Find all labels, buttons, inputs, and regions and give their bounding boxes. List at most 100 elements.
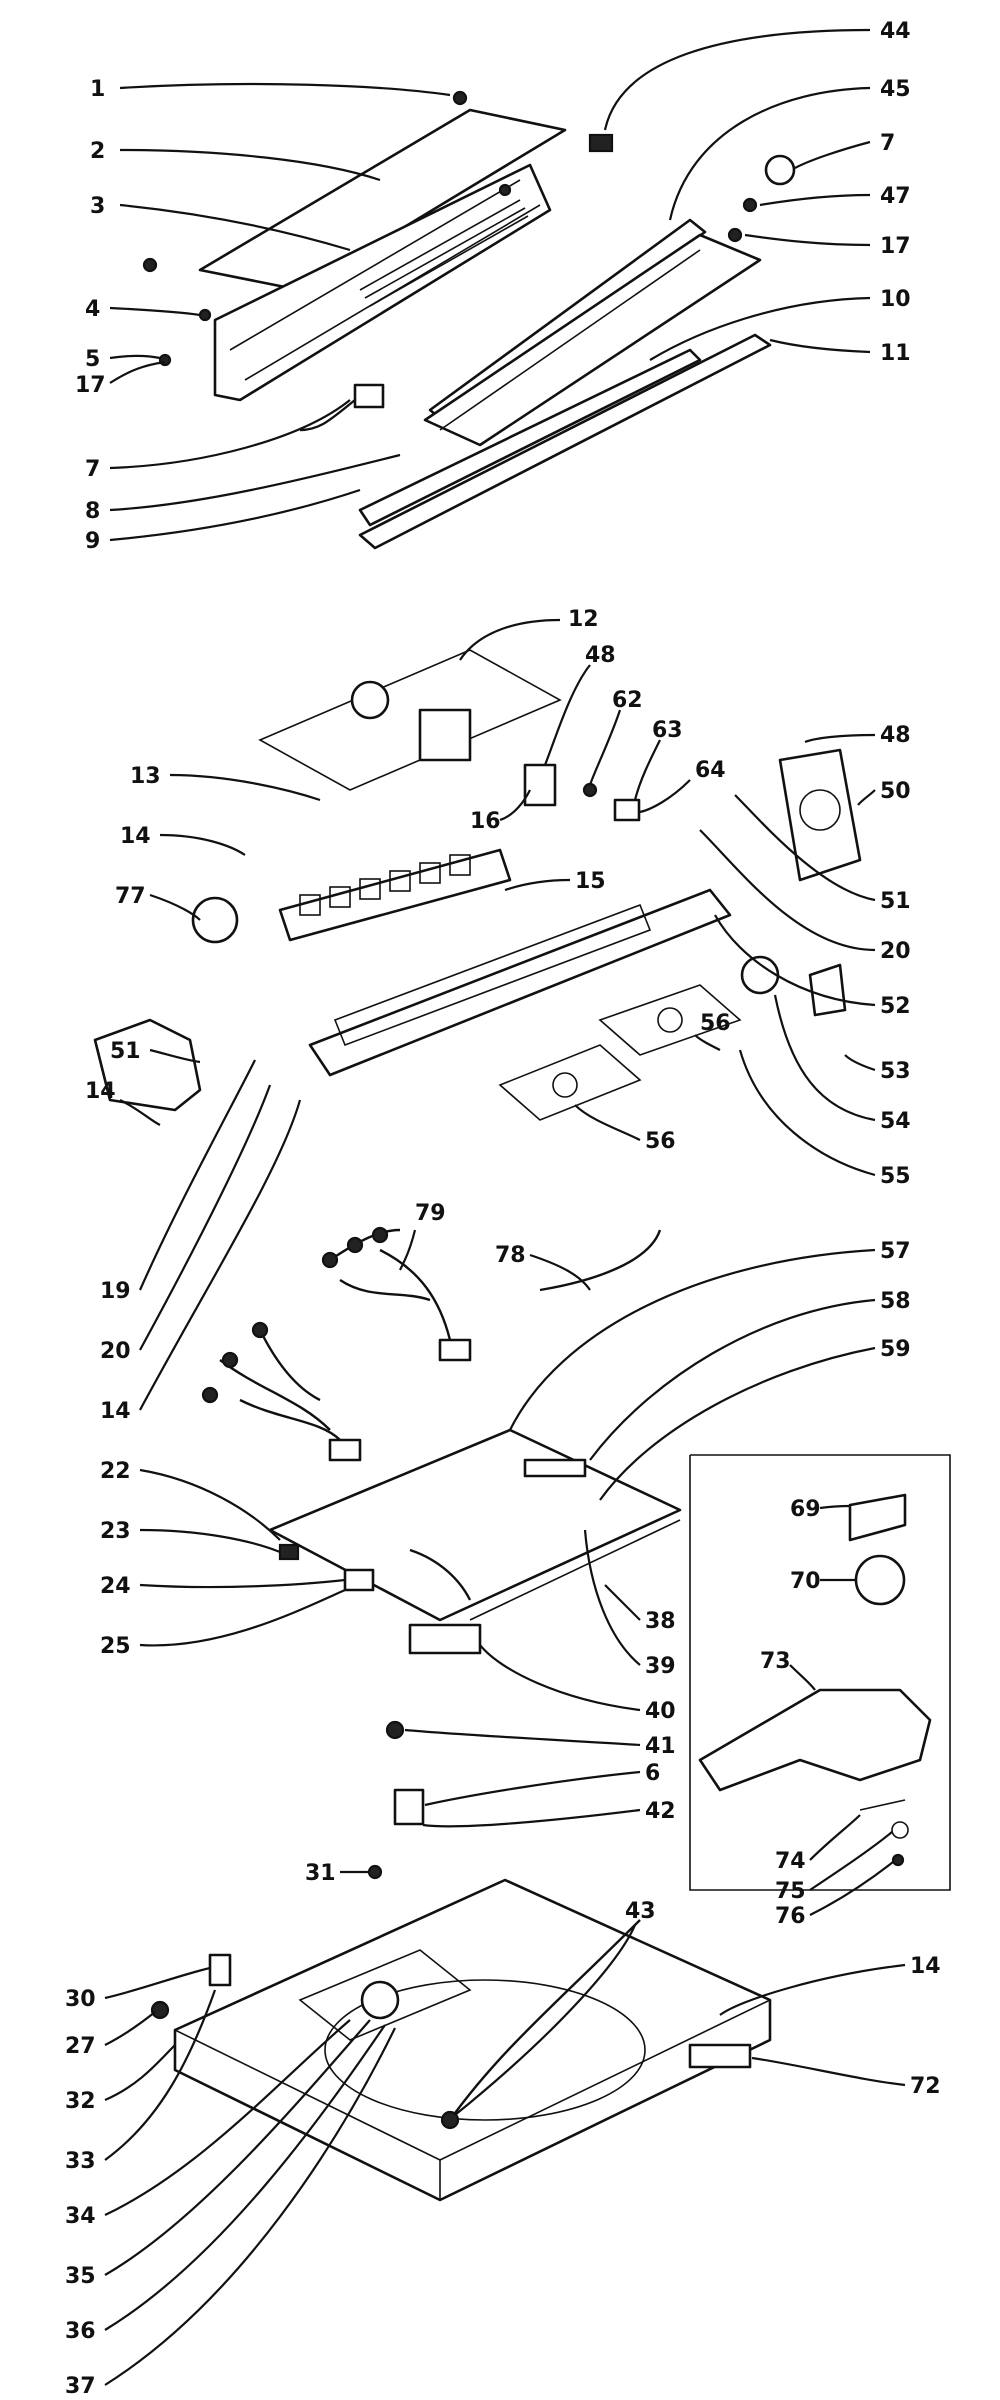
callout-64: 64 xyxy=(695,758,726,783)
bracket-30 xyxy=(208,1953,232,1987)
console-housing xyxy=(213,163,552,402)
callout-52: 52 xyxy=(880,994,911,1019)
callout-1: 1 xyxy=(90,77,105,102)
callout-27: 27 xyxy=(65,2034,96,2059)
top-console-assembly xyxy=(142,90,796,550)
callout-58: 58 xyxy=(880,1289,911,1314)
knob-53 xyxy=(808,963,847,1017)
screw-icon xyxy=(142,257,158,273)
bracket-10 xyxy=(423,233,762,447)
decal-56a xyxy=(598,984,742,1056)
callout-31: 31 xyxy=(305,1861,336,1886)
callout-13: 13 xyxy=(130,764,161,789)
wiring-base-assembly xyxy=(150,1226,951,2202)
timer-module xyxy=(523,763,557,807)
callout-16: 16 xyxy=(470,809,501,834)
callout-56: 56 xyxy=(700,1011,731,1036)
callout-35: 35 xyxy=(65,2264,96,2289)
transformer xyxy=(418,708,472,762)
callout-79: 79 xyxy=(415,1201,446,1226)
housing-hatch xyxy=(359,199,529,307)
cabinet-base xyxy=(173,1878,772,2202)
callout-6: 6 xyxy=(645,1761,660,1786)
callout-14: 14 xyxy=(120,824,151,849)
callout-72: 72 xyxy=(910,2074,941,2099)
callout-54: 54 xyxy=(880,1109,911,1134)
callout-47: 47 xyxy=(880,184,911,209)
callout-33: 33 xyxy=(65,2149,96,2174)
callout-20: 20 xyxy=(880,939,911,964)
motor-mount xyxy=(360,1980,400,2020)
gear-plate xyxy=(778,748,862,882)
screw-icon xyxy=(742,197,758,213)
harness-connector xyxy=(438,1338,472,1362)
display-segments xyxy=(299,854,471,916)
console-cover xyxy=(198,108,567,292)
callout-37: 37 xyxy=(65,2374,96,2399)
tub-opening xyxy=(324,1979,646,2121)
callout-19: 19 xyxy=(100,1279,131,1304)
callout-32: 32 xyxy=(65,2089,96,2114)
harness-connector xyxy=(328,1438,362,1462)
control-panel-assembly xyxy=(93,649,862,1121)
clip-23 xyxy=(278,1543,300,1561)
screw-icon xyxy=(367,1864,383,1880)
callout-43: 43 xyxy=(625,1899,656,1924)
callout-numbers: 1 2 3 4 5 17 7 8 9 44 45 7 47 17 10 11 1… xyxy=(65,19,941,2399)
callout-48: 48 xyxy=(880,723,911,748)
screw-icon xyxy=(452,90,468,106)
callout-2: 2 xyxy=(90,139,105,164)
screw-icon xyxy=(582,782,598,798)
switch-64 xyxy=(613,798,641,822)
callout-48: 48 xyxy=(585,643,616,668)
callout-7: 7 xyxy=(85,457,100,482)
callout-41: 41 xyxy=(645,1734,676,1759)
callout-36: 36 xyxy=(65,2319,96,2344)
callout-55: 55 xyxy=(880,1164,911,1189)
display-bracket xyxy=(278,848,512,942)
callout-4: 4 xyxy=(85,297,100,322)
end-cap-14 xyxy=(93,1018,202,1112)
hose-43 xyxy=(449,1919,641,2121)
knob-77 xyxy=(191,896,239,944)
callout-17: 17 xyxy=(75,373,106,398)
callout-11: 11 xyxy=(880,341,911,366)
clip-42 xyxy=(393,1788,425,1826)
callout-3: 3 xyxy=(90,194,105,219)
bracket-58 xyxy=(523,1458,587,1478)
switch-block xyxy=(353,383,385,409)
trim-11 xyxy=(358,333,772,550)
callout-39: 39 xyxy=(645,1654,676,1679)
main-control-panel xyxy=(308,888,732,1077)
callout-76: 76 xyxy=(775,1904,806,1929)
callout-15: 15 xyxy=(575,869,606,894)
wire-harness xyxy=(201,1226,472,1462)
timer-dial-70 xyxy=(854,1554,906,1606)
callout-78: 78 xyxy=(495,1243,526,1268)
callout-14: 14 xyxy=(85,1079,116,1104)
cap-69 xyxy=(848,1493,907,1542)
callout-25: 25 xyxy=(100,1634,131,1659)
callout-5: 5 xyxy=(85,347,100,372)
callout-62: 62 xyxy=(612,688,643,713)
callout-34: 34 xyxy=(65,2204,96,2229)
cord-78 xyxy=(539,1229,662,1292)
callout-51: 51 xyxy=(880,889,911,914)
motor-7 xyxy=(764,154,796,186)
callout-7: 7 xyxy=(880,131,895,156)
callout-14: 14 xyxy=(910,1954,941,1979)
switch-block-40 xyxy=(408,1623,482,1655)
callout-30: 30 xyxy=(65,1987,96,2012)
callout-77: 77 xyxy=(115,884,146,909)
callout-50: 50 xyxy=(880,779,911,804)
callout-73: 73 xyxy=(760,1649,791,1674)
callout-69: 69 xyxy=(790,1497,821,1522)
screw-icon xyxy=(385,1720,405,1740)
clip-44 xyxy=(588,133,614,153)
callout-45: 45 xyxy=(880,77,911,102)
callout-70: 70 xyxy=(790,1569,821,1594)
callout-22: 22 xyxy=(100,1459,131,1484)
callout-23: 23 xyxy=(100,1519,131,1544)
screw-icon xyxy=(150,2000,170,2020)
